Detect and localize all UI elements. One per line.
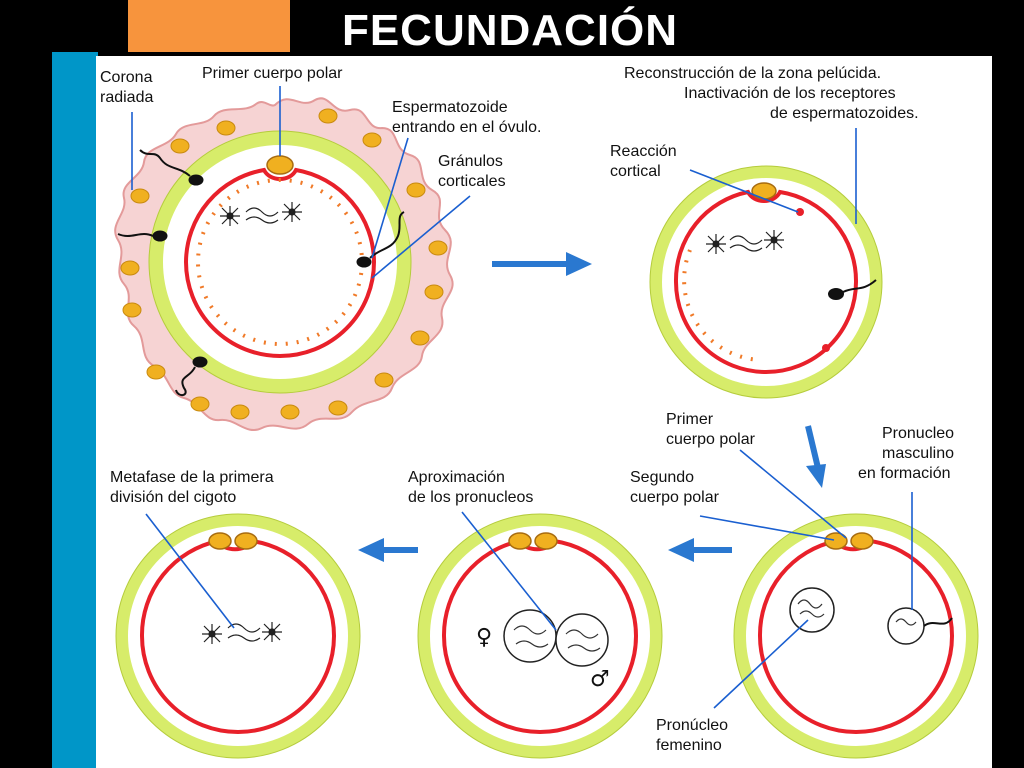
- label-segundo-cuerpo-line1: Segundo: [630, 469, 694, 486]
- stage-2-cortical-reaction: [649, 165, 883, 399]
- label-granulos-line2: corticales: [438, 173, 506, 190]
- label-segundo-cuerpo-line2: cuerpo polar: [630, 489, 720, 506]
- label-reaccion-line2: cortical: [610, 163, 661, 180]
- label-corona-line1: Corona: [100, 69, 153, 86]
- arrow-left-2: [358, 538, 418, 562]
- label-primer-cuerpo-polar2-line2: cuerpo polar: [666, 431, 756, 448]
- label-metafase-line1: Metafase de la primera: [110, 469, 274, 486]
- corona-cells: [120, 108, 448, 420]
- label-reaccion-line1: Reacción: [610, 143, 677, 160]
- stage-1-oocyte: [114, 97, 454, 431]
- sperm-cells: [117, 149, 405, 396]
- stage-4-pronuclei-approximation: ♀ ♂: [417, 513, 663, 759]
- stage-3-pronuclei-forming: [733, 513, 979, 759]
- orange-accent-block: [128, 0, 290, 52]
- label-pronucleo-masculino-line2: masculino: [882, 445, 954, 462]
- pointer-lines: [131, 86, 913, 709]
- label-metafase-line2: división del cigoto: [110, 489, 236, 506]
- label-pronucleo-masculino-line1: Pronucleo: [882, 425, 954, 442]
- label-espermatozoide-line1: Espermatozoide: [392, 99, 508, 116]
- arrow-down: [805, 425, 826, 488]
- label-pronucleo-femenino-line2: femenino: [656, 737, 722, 754]
- label-primer-cuerpo-polar2-line1: Primer: [666, 411, 714, 428]
- label-corona-line2: radiada: [100, 89, 153, 106]
- stage-5-zygote-metaphase: [115, 513, 361, 759]
- label-reconstruccion-line2: Inactivación de los receptores: [684, 85, 896, 102]
- first-polar-body: [266, 155, 294, 175]
- oocyte-membrane: [183, 167, 377, 358]
- labels: Corona radiada Primer cuerpo polar Esper…: [100, 65, 954, 754]
- metaphase-spindle: [220, 202, 302, 226]
- arrow-right: [492, 252, 592, 276]
- male-pronucleus: [887, 607, 925, 645]
- label-reconstruccion-line1: Reconstrucción de la zona pelúcida.: [624, 65, 881, 82]
- arrow-left-1: [668, 538, 732, 562]
- blue-side-strip: [52, 52, 98, 768]
- label-pronucleo-femenino-line1: Pronúcleo: [656, 717, 728, 734]
- female-symbol: ♀: [476, 625, 492, 650]
- first-polar-body-2: [751, 182, 777, 200]
- male-symbol: ♂: [590, 667, 610, 692]
- label-reconstruccion-line3: de espermatozoides.: [770, 105, 919, 122]
- label-aproximacion-line1: Aproximación: [408, 469, 505, 486]
- label-aproximacion-line2: de los pronucleos: [408, 489, 533, 506]
- label-espermatozoide-line2: entrando en el óvulo.: [392, 119, 541, 136]
- label-granulos-line1: Gránulos: [438, 153, 503, 170]
- label-pronucleo-masculino-line3: en formación: [858, 465, 951, 482]
- page-title: FECUNDACIÓN: [341, 6, 679, 55]
- female-pronucleus: [789, 587, 835, 633]
- label-primer-cuerpo-polar: Primer cuerpo polar: [202, 65, 343, 82]
